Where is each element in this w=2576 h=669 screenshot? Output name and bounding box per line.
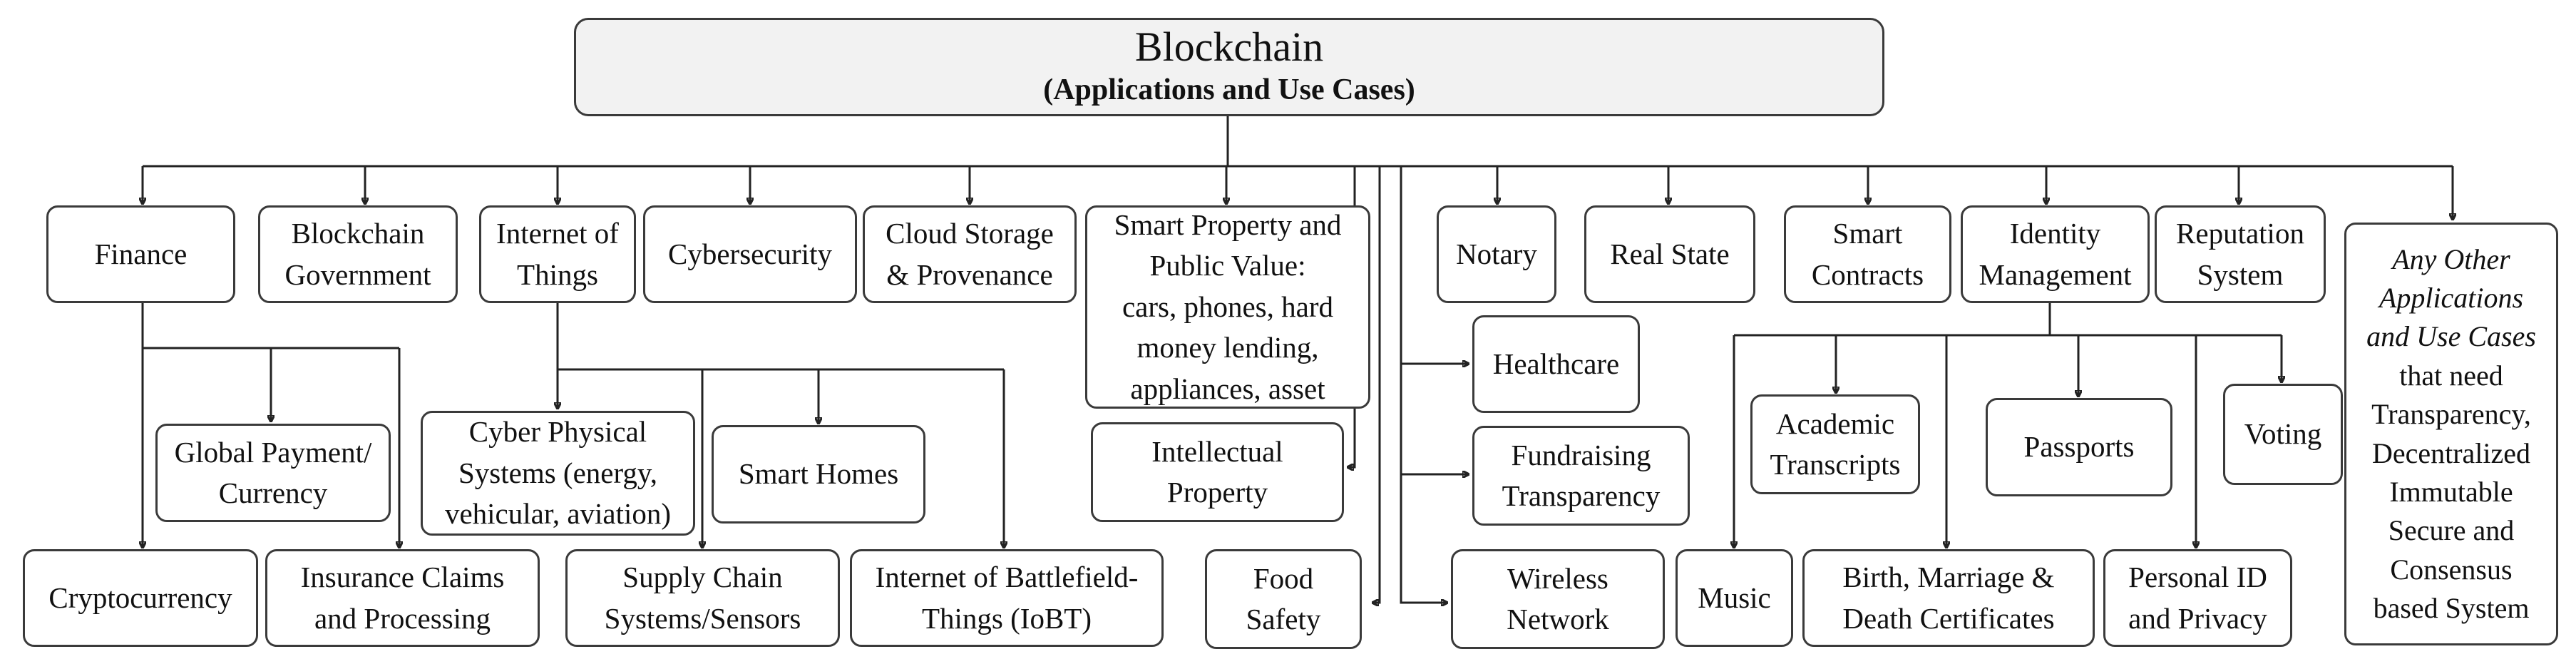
node-academic-transcripts: Academic Transcripts [1750,394,1920,494]
node-internet-of-things: Internet of Things [479,205,636,303]
other-line-4: that need [2399,359,2503,392]
node-insurance-claims: Insurance Claims and Processing [265,549,540,647]
node-reputation-system: Reputation System [2155,205,2326,303]
other-line-1: Any Other [2392,242,2510,275]
other-line-2: Applications [2379,281,2524,314]
root-title: Blockchain [1134,24,1324,71]
node-finance: Finance [46,205,235,303]
other-line-6: Decentralized [2371,436,2531,469]
node-global-payment: Global Payment/ Currency [155,424,391,522]
node-iobt: Internet of Battlefield- Things (IoBT) [850,549,1164,647]
other-line-8: Secure and [2388,514,2515,547]
node-supply-chain: Supply Chain Systems/Sensors [565,549,840,647]
root-node: Blockchain (Applications and Use Cases) [574,18,1884,116]
node-intellectual-property: Intellectual Property [1091,422,1344,522]
node-notary: Notary [1437,205,1556,303]
node-personal-id: Personal ID and Privacy [2103,549,2292,647]
node-music: Music [1676,549,1793,647]
node-blockchain-government: Blockchain Government [258,205,458,303]
node-cybersecurity: Cybersecurity [643,205,857,303]
node-identity-management: Identity Management [1961,205,2150,303]
other-line-10: based System [2373,592,2530,625]
node-healthcare: Healthcare [1472,315,1640,413]
node-cyber-physical-systems: Cyber Physical Systems (energy, vehicula… [421,411,695,536]
other-line-5: Transparency, [2371,398,2531,431]
root-subtitle: (Applications and Use Cases) [1043,73,1415,107]
node-real-state: Real State [1584,205,1755,303]
node-cloud-storage: Cloud Storage & Provenance [863,205,1077,303]
node-food-safety: Food Safety [1205,549,1362,649]
node-fundraising-transparency: Fundraising Transparency [1472,426,1690,526]
node-any-other-applications: Any Other Applications and Use Cases tha… [2344,223,2558,645]
node-passports: Passports [1986,398,2172,496]
node-voting: Voting [2223,384,2343,485]
node-cryptocurrency: Cryptocurrency [23,549,258,647]
other-line-7: Immutable [2389,475,2513,508]
node-smart-contracts: Smart Contracts [1784,205,1951,303]
other-line-9: Consensus [2390,553,2513,586]
node-wireless-network: Wireless Network [1451,549,1665,649]
node-smart-homes: Smart Homes [712,425,925,524]
node-smart-property: Smart Property and Public Value: cars, p… [1085,205,1370,409]
other-line-3: and Use Cases [2366,320,2536,353]
node-certificates: Birth, Marriage & Death Certificates [1802,549,2095,647]
